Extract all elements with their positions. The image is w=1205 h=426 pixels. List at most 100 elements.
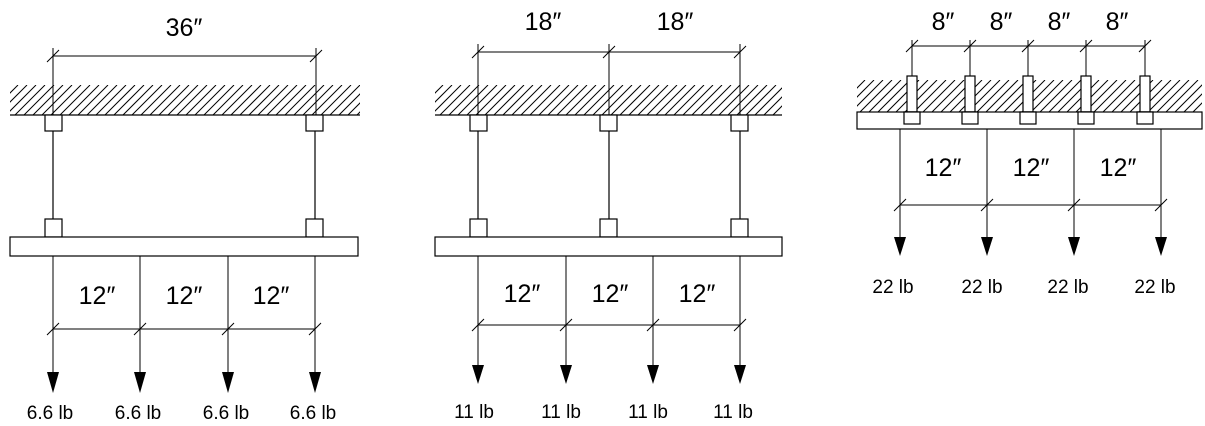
hatch-stroke (32, 85, 64, 115)
load-label-4: 22 lb (1134, 277, 1175, 298)
hatch-stroke (1030, 80, 1064, 112)
hatch-stroke (610, 85, 642, 115)
span-label-2: 12″ (1013, 154, 1050, 182)
hatch-stroke (994, 80, 1028, 112)
hatch-stroke (329, 85, 360, 115)
hatch-stroke (140, 85, 172, 115)
top-dimension-label-3: 8″ (1048, 8, 1071, 36)
hanger-middle (599, 114, 618, 238)
hatch-stroke (824, 80, 856, 112)
hatch-stroke (565, 85, 597, 115)
load-arrow-4 (734, 365, 746, 384)
hatch-stroke (158, 85, 190, 115)
hatch-stroke (466, 85, 498, 115)
span-label-1: 12″ (504, 280, 541, 308)
load-arrow-4 (309, 372, 321, 393)
panel-two-hangers: 36″ 12″ 12″ 12 (0, 14, 360, 424)
hatch-stroke (754, 87, 782, 115)
hatch-stroke (475, 85, 507, 115)
hatch-stroke (86, 85, 118, 115)
hanger-left (44, 114, 63, 238)
hatch-stroke (592, 85, 624, 115)
hatch-stroke (68, 85, 100, 115)
hatch-stroke (167, 85, 199, 115)
span-label-3: 12″ (253, 282, 290, 310)
ceiling-hatch (435, 85, 782, 115)
top-dimension-label-1: 8″ (932, 8, 955, 36)
hatch-stroke (257, 85, 289, 115)
hatch-stroke (601, 85, 633, 115)
hatch-stroke (538, 85, 570, 115)
hatch-stroke (664, 85, 696, 115)
hatch-stroke (709, 85, 741, 115)
load-label-2: 11 lb (541, 402, 581, 423)
hatch-stroke (239, 85, 271, 115)
hatch-stroke (194, 85, 226, 115)
hatch-stroke (185, 85, 217, 115)
hatch-stroke (1093, 80, 1127, 112)
load-arrow-3 (222, 372, 234, 393)
hatch-stroke (113, 85, 145, 115)
load-label-3: 22 lb (1047, 277, 1088, 298)
hatch-stroke (0, 85, 9, 115)
load-arrow-2 (981, 237, 993, 256)
top-dimension-line (46, 48, 323, 115)
hatch-stroke (59, 85, 91, 115)
hatch-stroke (131, 85, 163, 115)
load-arrow-3 (647, 365, 659, 384)
hatch-stroke (529, 85, 561, 115)
hanger-right (305, 114, 324, 238)
hatch-stroke (556, 85, 588, 115)
load-label-4: 11 lb (713, 402, 753, 423)
hatch-stroke (763, 96, 782, 115)
load-arrow-1 (472, 365, 484, 384)
hatch-stroke (637, 85, 669, 115)
hatch-stroke (877, 80, 911, 112)
hanger-left (469, 114, 488, 238)
hatch-stroke (691, 85, 723, 115)
panel-three-hangers: 18″ 18″ (434, 8, 783, 423)
load-label-3: 11 lb (628, 402, 668, 423)
load-label-1: 11 lb (454, 402, 494, 423)
hatch-stroke (1183, 93, 1202, 112)
load-lines (893, 129, 1168, 237)
hatch-stroke (221, 85, 253, 115)
span-label-1: 12″ (925, 154, 962, 182)
load-arrow-2 (134, 372, 146, 393)
span-label-2: 12″ (592, 280, 629, 308)
hatch-stroke (1102, 80, 1136, 112)
load-lines (46, 256, 322, 372)
hatch-stroke (922, 80, 956, 112)
hatch-stroke (628, 85, 660, 115)
hatch-stroke (212, 85, 244, 115)
hatch-stroke (484, 85, 516, 115)
hatch-stroke (700, 85, 732, 115)
top-dimension-label-4: 8″ (1106, 8, 1129, 36)
hatch-stroke (14, 85, 46, 115)
span-label-3: 12″ (679, 280, 716, 308)
hatch-stroke (718, 85, 750, 115)
hatch-stroke (1156, 80, 1190, 112)
hatch-stroke (149, 85, 181, 115)
hatch-stroke (574, 85, 606, 115)
load-arrow-1 (894, 237, 906, 256)
hatch-stroke (913, 80, 947, 112)
hatch-stroke (311, 85, 343, 115)
hatch-stroke (104, 85, 136, 115)
hatch-stroke (10, 85, 37, 112)
top-dimension-label: 36″ (166, 14, 203, 42)
ceiling-hatch (824, 80, 1202, 112)
hatch-stroke (320, 85, 352, 115)
hatch-stroke (1147, 80, 1181, 112)
hatch-stroke (857, 80, 884, 107)
hatch-stroke (985, 80, 1019, 112)
hatch-stroke (50, 85, 82, 115)
top-dimension-line (471, 44, 747, 115)
hatch-stroke (95, 85, 127, 115)
load-arrow-2 (560, 365, 572, 384)
hatch-stroke (275, 85, 307, 115)
top-dimension-label-1: 18″ (525, 8, 562, 36)
hatch-stroke (10, 85, 28, 103)
load-lines (471, 256, 747, 365)
hatch-stroke (727, 85, 759, 115)
